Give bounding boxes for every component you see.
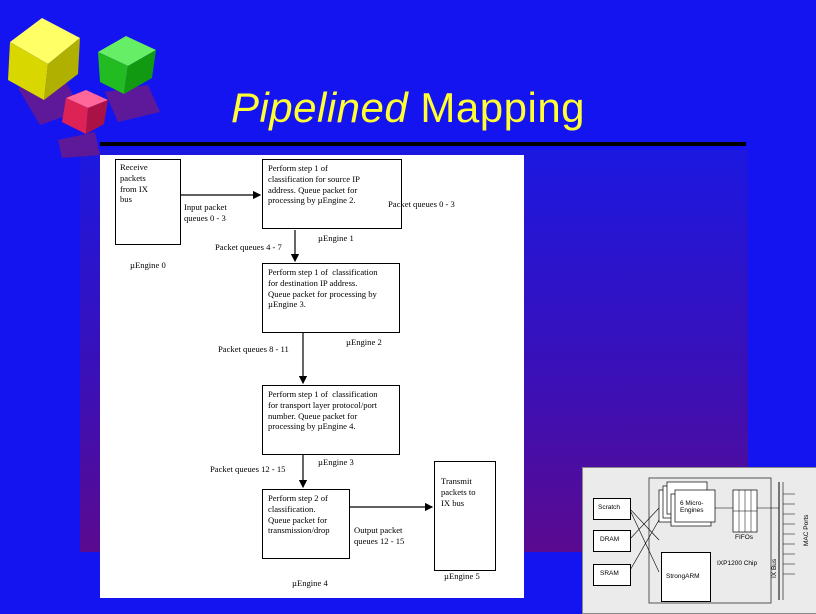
engine1-label: µEngine 1 <box>318 233 354 243</box>
mac-ports-label: MAC Ports <box>803 514 810 546</box>
scratch-box: Scratch <box>593 498 631 520</box>
sram-box: SRAM <box>593 564 631 586</box>
packet-queues-4-7-label: Packet queues 4 - 7 <box>215 242 282 252</box>
page-title: Pipelined Mapping <box>0 84 816 132</box>
receive-text: Receive packets from IX bus <box>120 162 148 205</box>
engine0-label: µEngine 0 <box>130 260 166 270</box>
micro-engines-label: 6 Micro- Engines <box>680 500 704 514</box>
chip-drawing <box>628 477 795 604</box>
engine1-box: Perform step 1 of classification for sou… <box>262 159 402 229</box>
engine2-label: µEngine 2 <box>346 337 382 347</box>
engine4-label: µEngine 4 <box>292 578 328 588</box>
ix-bus-label: IX Bus <box>771 558 778 578</box>
packet-queues-12-15-label: Packet queues 12 - 15 <box>210 464 286 474</box>
engine3-text: Perform step 1 of classification for tra… <box>268 389 378 432</box>
engine5-label: µEngine 5 <box>444 571 480 581</box>
engine3-box: Perform step 1 of classification for tra… <box>262 385 400 455</box>
sram-label: SRAM <box>600 570 619 577</box>
title-rest: Mapping <box>408 84 586 131</box>
cubes-logo <box>8 18 160 158</box>
pipeline-diagram: Receive packets from IX bus µEngine 0 In… <box>100 155 524 598</box>
output-queues-label: Output packet queues 12 - 15 <box>354 525 405 546</box>
dram-box: DRAM <box>593 530 631 552</box>
strongarm-box: StrongARM <box>661 552 711 602</box>
engine2-box: Perform step 1 of classification for des… <box>262 263 400 333</box>
input-queues-label: Input packet queues 0 - 3 <box>184 202 227 223</box>
engine4-box: Perform step 2 of classification. Queue … <box>262 489 350 559</box>
engine5-text: Transmit packets to IX bus <box>441 476 476 508</box>
dram-label: DRAM <box>600 536 620 543</box>
receive-box: Receive packets from IX bus <box>115 159 181 245</box>
chip-name-label: IXP1200 Chip <box>717 560 758 567</box>
engine1-text: Perform step 1 of classification for sou… <box>268 163 360 206</box>
ixp1200-chip-diagram: Scratch DRAM SRAM 6 Micro- Engines FIFOs… <box>582 467 816 614</box>
engine4-text: Perform step 2 of classification. Queue … <box>268 493 330 536</box>
fifos-label: FIFOs <box>735 534 754 541</box>
packet-queues-0-3-label: Packet queues 0 - 3 <box>388 199 455 209</box>
engine5-box: Transmit packets to IX bus <box>434 461 496 571</box>
title-emphasis: Pipelined <box>230 84 409 131</box>
packet-queues-8-11-label: Packet queues 8 - 11 <box>218 344 289 354</box>
engine2-text: Perform step 1 of classification for des… <box>268 267 378 310</box>
scratch-label: Scratch <box>598 504 621 511</box>
title-underline <box>100 142 746 146</box>
strongarm-label: StrongARM <box>666 573 700 580</box>
engine3-label: µEngine 3 <box>318 457 354 467</box>
